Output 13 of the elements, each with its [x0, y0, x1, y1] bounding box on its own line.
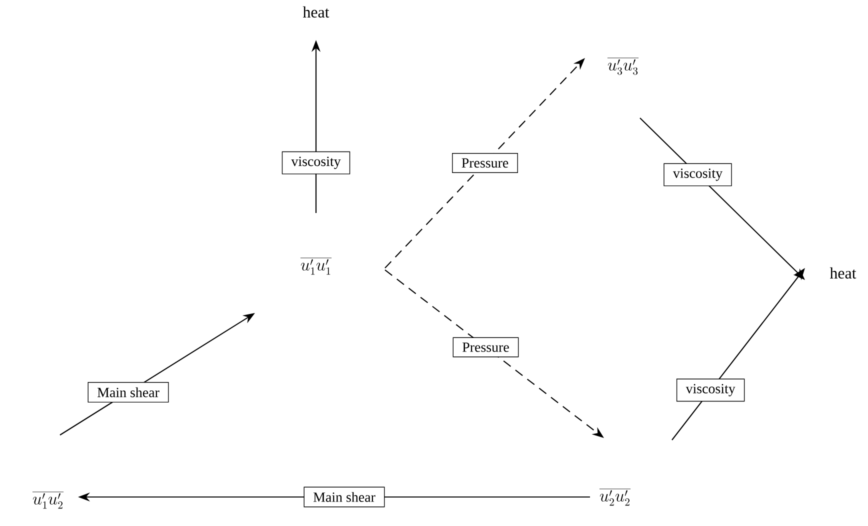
node-label: heat [830, 267, 856, 279]
edge-label: viscosity [664, 163, 732, 186]
formula-label: $\overline{u'_1u'_2}$ [32, 492, 64, 509]
edge-label: Pressure [452, 153, 518, 173]
edge-label: viscosity [676, 378, 745, 402]
formula-label: $\overline{u'_3u'_3}$ [607, 58, 639, 75]
node-label: heat [302, 6, 330, 18]
edge-label: viscosity [282, 151, 350, 174]
edge-label: Pressure [452, 337, 519, 358]
edge-label: Main shear [88, 382, 169, 403]
formula-label: $\overline{u'_2u'_2}$ [599, 488, 631, 506]
formula-label: $\overline{u'_1u'_1}$ [300, 258, 332, 275]
edge-label: Main shear [304, 486, 385, 508]
